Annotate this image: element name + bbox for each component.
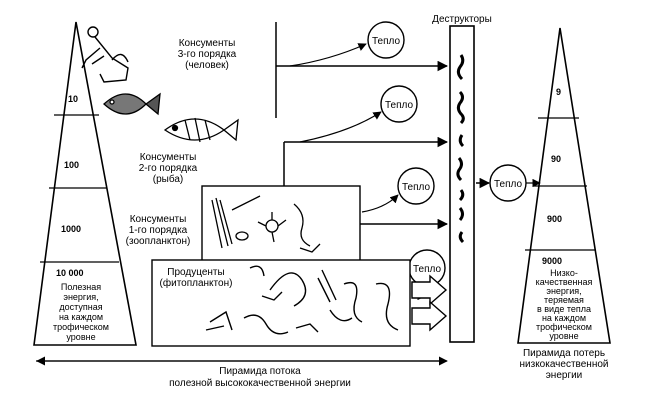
right-tier-2-value: 90 xyxy=(551,154,561,164)
level-2-label-line3: (рыба) xyxy=(153,173,183,185)
heat-label-1: Тепло xyxy=(372,36,400,47)
left-tier-4-value: 10 000 xyxy=(56,268,84,278)
heat-label-5: Тепло xyxy=(494,179,522,190)
right-caption-2: низкокачественной xyxy=(520,359,609,370)
right-base-text-1: Низко- xyxy=(550,268,578,278)
right-base-text-7: трофическом xyxy=(536,322,592,332)
producer-arrows xyxy=(411,274,448,332)
zooplankton-illustration xyxy=(211,195,321,253)
right-base-text-4: теряемая xyxy=(544,295,584,305)
right-tier-4-value: 9000 xyxy=(542,256,562,266)
right-pyramid: 9 90 900 9000 Низко- качественная энерги… xyxy=(517,27,611,381)
heat-circle-3 xyxy=(397,167,435,205)
right-base-text-6: на каждом xyxy=(542,313,586,323)
right-base-text-3: энергия, xyxy=(546,286,581,296)
left-base-text-6: уровне xyxy=(66,332,95,342)
left-tier-1-value: 10 xyxy=(68,94,78,104)
heat-circle-2 xyxy=(380,85,418,123)
level-2-label-line2: 2-го порядка xyxy=(139,163,198,174)
left-base-text-5: трофическом xyxy=(53,322,109,332)
left-pyramid-outline xyxy=(33,21,137,346)
producers-label-line1: Продуценты xyxy=(167,267,224,278)
left-caption-1: Пирамида потока xyxy=(219,366,301,377)
left-tier-3-value: 1000 xyxy=(61,224,81,234)
right-caption-1: Пирамида потерь xyxy=(523,348,605,359)
fish-illustration xyxy=(103,92,161,116)
right-base-text-2: качественная xyxy=(536,277,593,287)
level-1-label-line3: (зоопланктон) xyxy=(126,236,191,247)
right-tier-1-value: 9 xyxy=(556,87,561,97)
left-base-text-4: на каждом xyxy=(59,312,103,322)
left-tier-2-value: 100 xyxy=(64,160,79,170)
left-base-text-3: доступная xyxy=(59,302,102,312)
level-1-label-line2: 1-го порядка xyxy=(129,225,188,236)
human-illustration xyxy=(81,26,129,83)
decomposers-box xyxy=(449,25,475,343)
phytoplankton-box xyxy=(151,259,411,347)
right-base-text-8: уровне xyxy=(549,331,578,341)
left-caption-2: полезной высококачественной энергии xyxy=(169,378,351,389)
decomposers-column: Деструкторы xyxy=(432,14,492,343)
heat-label-3: Тепло xyxy=(402,182,430,193)
level-2-label-line1: Консументы xyxy=(140,152,197,163)
right-caption-3: энергии xyxy=(546,370,583,381)
level-1-label-line1: Консументы xyxy=(130,214,187,225)
heat-circle-1 xyxy=(367,21,405,59)
left-base-text-1: Полезная xyxy=(61,282,101,292)
level-3-label-line3: (человек) xyxy=(185,60,229,71)
right-tier-3-value: 900 xyxy=(547,214,562,224)
phytoplankton-illustration xyxy=(205,265,399,335)
level-3-label-line1: Консументы xyxy=(179,38,236,49)
decomposer-organisms xyxy=(456,54,465,244)
right-base-text-5: в виде тепла xyxy=(537,304,591,314)
level-3-label-line2: 3-го порядка xyxy=(178,49,237,60)
left-pyramid: 10 100 1000 10 000 Полезная энергия, дос… xyxy=(33,21,137,346)
trophic-level-labels: Консументы 3-го порядка (человек) Консум… xyxy=(126,38,237,247)
fish-illustration xyxy=(163,117,239,143)
heat-label-4: Тепло xyxy=(413,264,441,275)
decomposers-label: Деструкторы xyxy=(432,14,492,25)
producers-label-line2: (фитопланктон) xyxy=(160,277,233,289)
heat-nodes: Тепло Тепло Тепло Тепло Тепло xyxy=(367,21,527,287)
heat-label-2: Тепло xyxy=(385,100,413,111)
left-base-text-2: энергия, xyxy=(63,292,98,302)
